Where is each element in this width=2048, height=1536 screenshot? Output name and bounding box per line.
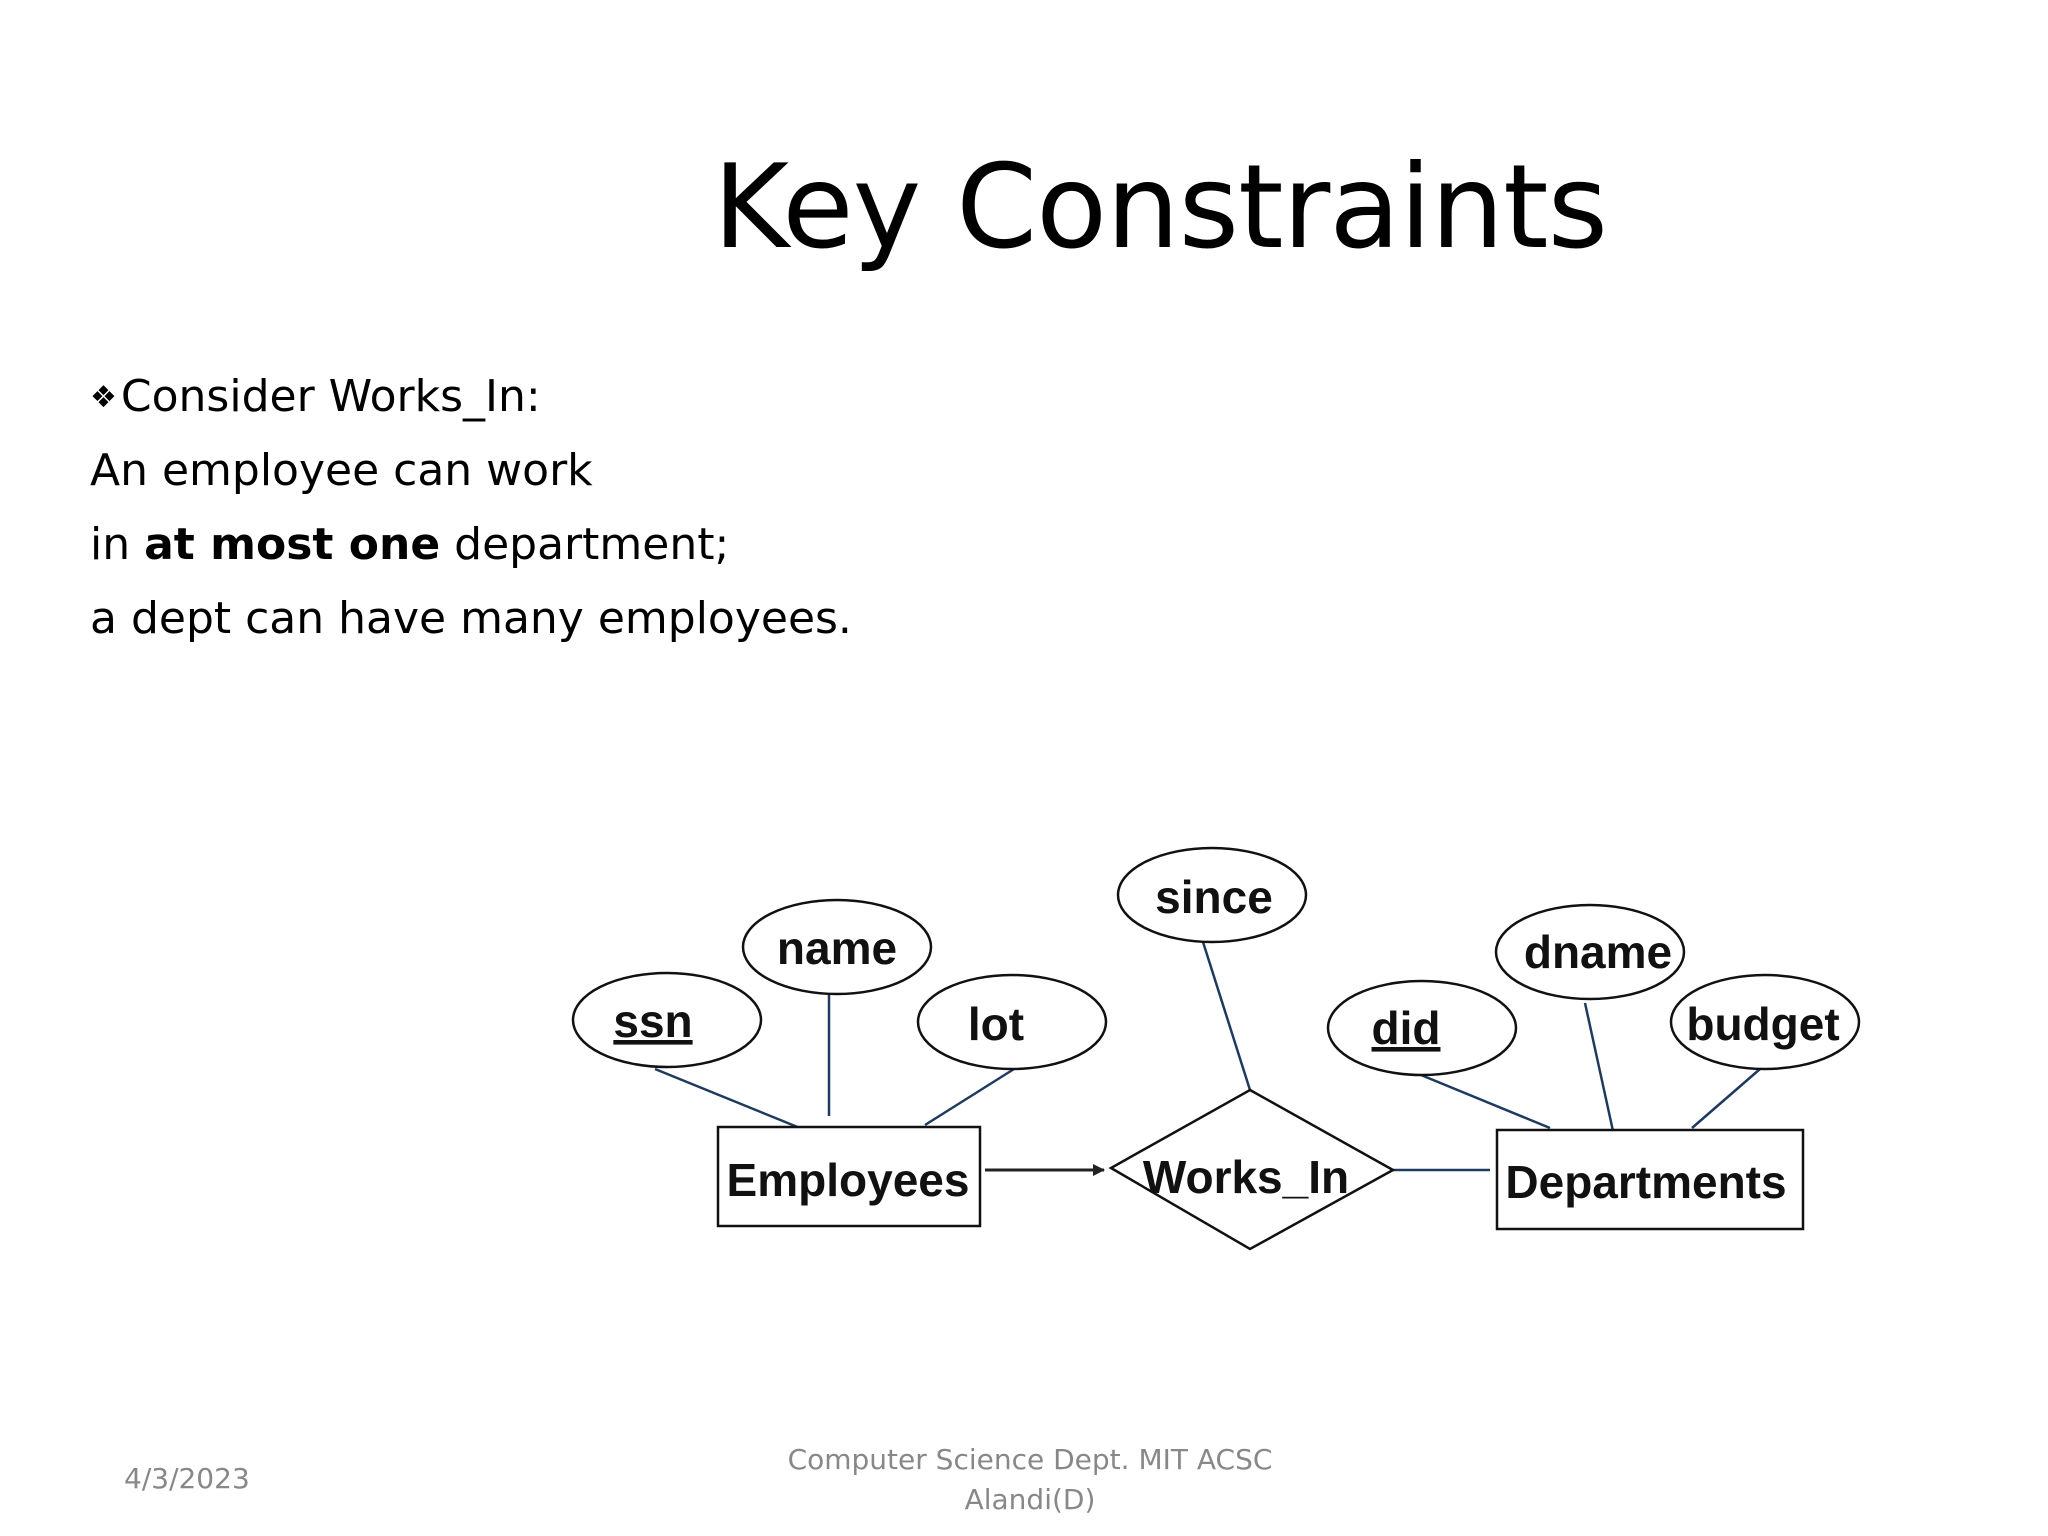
line-did-departments bbox=[1420, 1073, 1551, 1130]
body-line-4: a dept can have many employees. bbox=[90, 593, 852, 644]
attribute-budget: budget bbox=[1669, 973, 1861, 1071]
diamond-bullet-icon: ❖ bbox=[90, 380, 117, 415]
attribute-dname-label: dname bbox=[1524, 926, 1672, 978]
attribute-lot: lot bbox=[916, 973, 1108, 1071]
footer-organization: Computer Science Dept. MIT ACSC Alandi(D… bbox=[760, 1440, 1300, 1520]
footer-org-line-2: Alandi(D) bbox=[964, 1483, 1096, 1516]
entity-employees-label: Employees bbox=[727, 1154, 970, 1206]
attribute-did: did bbox=[1326, 979, 1518, 1077]
body-line-3-bold: at most one bbox=[144, 519, 441, 570]
attribute-budget-label: budget bbox=[1686, 998, 1839, 1050]
attribute-since-label: since bbox=[1155, 871, 1273, 923]
line-budget-departments bbox=[1691, 1068, 1761, 1129]
slide-title: Key Constraints bbox=[712, 140, 1608, 275]
attribute-since: since bbox=[1116, 846, 1308, 944]
relationship-works-in-label: Works_In bbox=[1143, 1151, 1349, 1203]
slide-body: ❖Consider Works_In: An employee can work… bbox=[90, 360, 852, 656]
body-line-2: An employee can work bbox=[90, 445, 593, 496]
attribute-name-label: name bbox=[777, 922, 897, 974]
attribute-lot-label: lot bbox=[968, 998, 1024, 1050]
body-line-3: in at most one department; bbox=[90, 508, 852, 582]
entity-departments: Departments bbox=[1495, 1128, 1805, 1231]
line-dname-departments bbox=[1583, 1002, 1615, 1132]
attribute-ssn-label: ssn bbox=[613, 995, 692, 1047]
footer-date: 4/3/2023 bbox=[124, 1462, 250, 1495]
entity-departments-label: Departments bbox=[1505, 1156, 1786, 1208]
line-since-worksin bbox=[1201, 941, 1252, 1091]
line-lot-employees bbox=[924, 1067, 1015, 1127]
relationship-works-in: Works_In bbox=[1108, 1088, 1396, 1251]
entity-employees: Employees bbox=[716, 1125, 982, 1228]
attribute-ssn: ssn bbox=[571, 971, 763, 1069]
body-line-3-pre: in bbox=[90, 519, 145, 570]
attribute-dname: dname bbox=[1494, 903, 1686, 1001]
attribute-name: name bbox=[741, 898, 933, 996]
attribute-did-label: did bbox=[1372, 1002, 1441, 1054]
body-line-3-post: department; bbox=[440, 519, 730, 570]
footer-org-line-1: Computer Science Dept. MIT ACSC bbox=[787, 1443, 1273, 1476]
line-ssn-employees bbox=[654, 1067, 801, 1130]
body-line-1-text: Consider Works_In: bbox=[120, 371, 541, 422]
body-line-1: ❖Consider Works_In: bbox=[90, 360, 852, 434]
